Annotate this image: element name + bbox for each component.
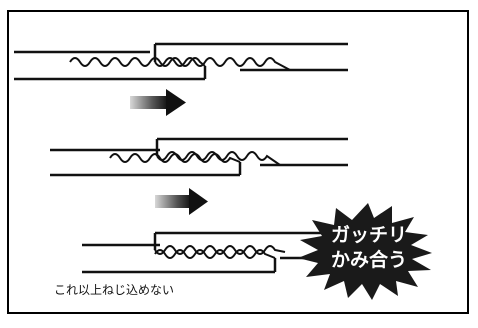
male-thread [154, 249, 276, 259]
female-thread [154, 57, 291, 71]
female-thread [156, 151, 281, 166]
female-thread [154, 245, 286, 255]
male-thread [109, 153, 241, 163]
figure-frame [7, 10, 469, 314]
stage-2-engagement [50, 137, 348, 177]
burst-text-line-2: かみ合う [330, 249, 407, 271]
male-thread [69, 57, 206, 67]
burst-text-line-1: ガッチリ [330, 224, 407, 246]
diagram-caption: これ以上ねじ込めない [54, 283, 175, 297]
stage-3-engagement [82, 231, 330, 274]
arrow-right-1 [130, 89, 186, 116]
arrow-right-2 [155, 188, 208, 215]
starburst-badge [298, 203, 432, 300]
stage-1-engagement [14, 42, 348, 81]
